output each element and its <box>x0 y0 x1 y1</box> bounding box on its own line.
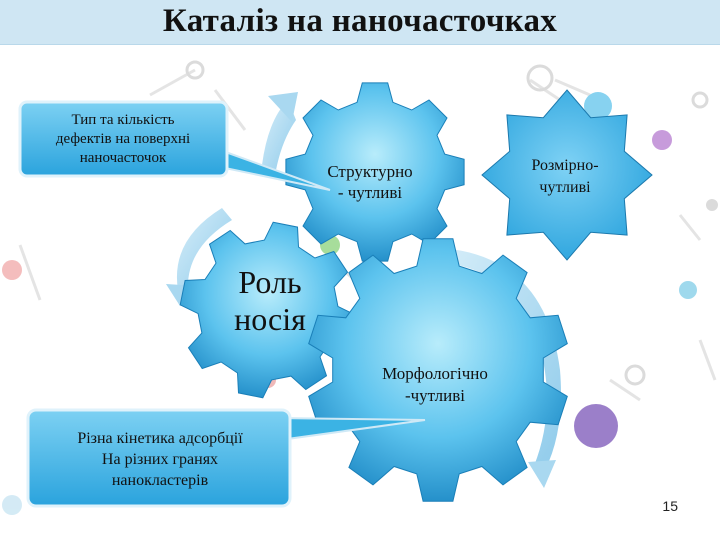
callout-defects-line-2: дефектів на поверхні <box>56 131 190 147</box>
gear-main-label-2: -чутливі <box>405 386 465 405</box>
gear-left-label-2: носія <box>234 301 306 337</box>
callout-kinetics-line-2: На різних гранях <box>102 451 218 468</box>
gear-structure-sensitive <box>285 82 465 262</box>
title-bar: Каталіз на наночасточках <box>0 0 720 45</box>
slide-number: 15 <box>662 498 678 514</box>
gear-left-body <box>179 221 357 399</box>
star-size-sensitive <box>481 89 653 261</box>
gear-support-role <box>179 221 357 399</box>
callout-kinetics <box>26 408 292 508</box>
gear-main-label-1: Морфологічно <box>382 364 488 383</box>
callout-defects-line-3: наночасточок <box>80 150 167 166</box>
page-title: Каталіз на наночасточках <box>162 3 558 39</box>
star-label-2: чутливі <box>539 179 591 196</box>
gear-main-body <box>308 238 568 502</box>
star-label-1: Розмірно- <box>531 157 598 174</box>
gear-left-label-1: Роль <box>238 264 301 300</box>
callout-kinetics-line-3: нанокластерів <box>112 472 209 489</box>
gear-morphology-sensitive <box>308 238 568 502</box>
gear-top-body <box>285 82 465 262</box>
callout-kinetics-line-1: Різна кінетика адсорбції <box>77 430 243 447</box>
callout-defects <box>18 100 229 178</box>
callout-defects-line-1: Тип та кількість <box>71 112 174 128</box>
gear-top-label-1: Структурно <box>327 162 412 181</box>
gear-top-label-2: - чутливі <box>338 183 403 202</box>
